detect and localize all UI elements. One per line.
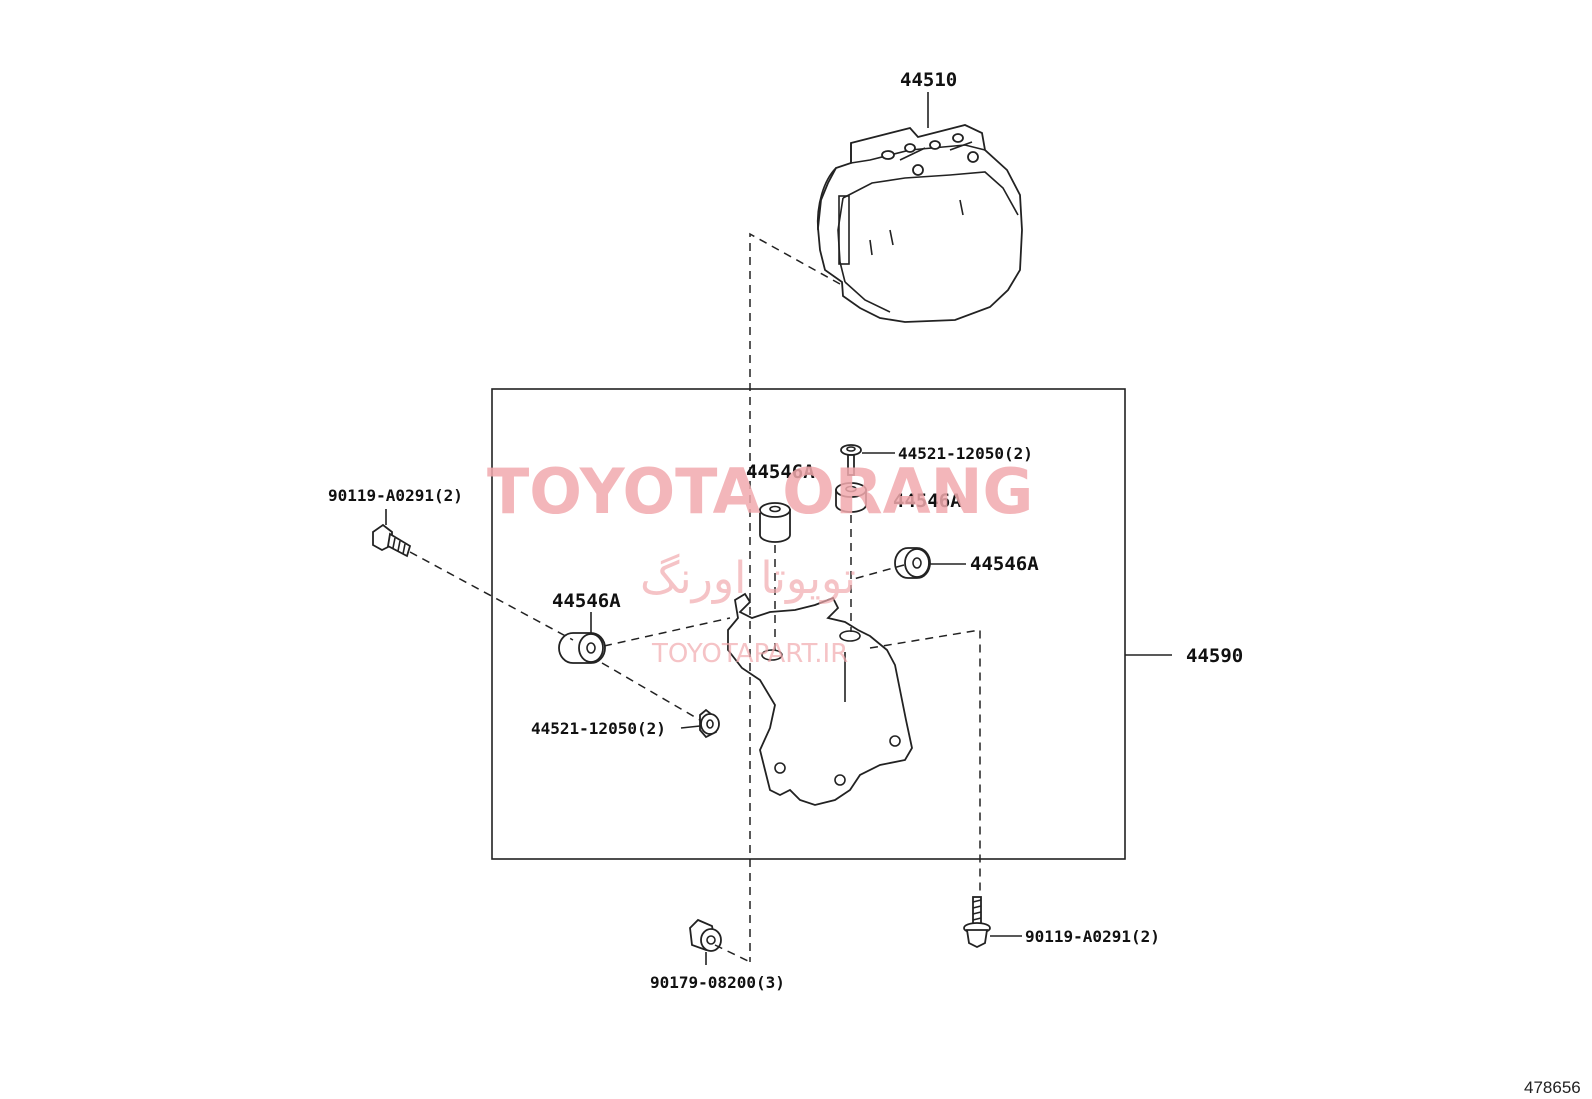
diagram-id: 478656 (1524, 1078, 1581, 1097)
cushion-right[interactable] (894, 547, 931, 579)
mounting-bracket[interactable] (727, 592, 913, 806)
dash-left-bolt (601, 662, 701, 721)
label-90179: 90179-08200(3) (650, 973, 785, 992)
label-90119-lower-right: 90119-A0291(2) (1025, 927, 1160, 946)
label-90119-upper-left: 90119-A0291(2) (328, 486, 463, 505)
watermark-brand: TOYOTA ORANG (487, 455, 1033, 528)
label-44546a-right: 44546A (970, 553, 1039, 575)
dash-nut-bracket (714, 944, 751, 963)
bolt-90119-lower-right[interactable] (963, 896, 991, 949)
label-44546a-left: 44546A (552, 590, 621, 612)
dash-right-cushion-bracket (849, 564, 905, 581)
label-44521-top: 44521-12050(2) (898, 444, 1033, 463)
watermark-brand-persian: تویوتا اورنگ (640, 553, 856, 604)
bolt-90119-upper-left[interactable] (372, 523, 412, 558)
dash-actuator-to-nut (749, 232, 841, 962)
label-44590: 44590 (1186, 645, 1243, 667)
bolt-44521-top[interactable] (840, 444, 862, 476)
abs-actuator[interactable] (816, 124, 1023, 323)
bolt-44521-left[interactable] (699, 708, 720, 739)
label-44521-left: 44521-12050(2) (531, 719, 666, 738)
label-44510: 44510 (900, 69, 957, 91)
label-44546a-top-right: 44546A (893, 490, 962, 512)
watermark-url: TOYOTAPART.IR (651, 639, 848, 669)
label-44546a-top-left: 44546A (746, 461, 815, 483)
cushion-top-right[interactable] (835, 482, 867, 513)
cushion-left[interactable] (558, 632, 606, 664)
assembly-frame (491, 388, 1126, 860)
dash-left-cushion-bracket (603, 617, 731, 647)
cushion-top-left[interactable] (759, 502, 791, 543)
dash-upper-left-bolt (409, 551, 574, 641)
